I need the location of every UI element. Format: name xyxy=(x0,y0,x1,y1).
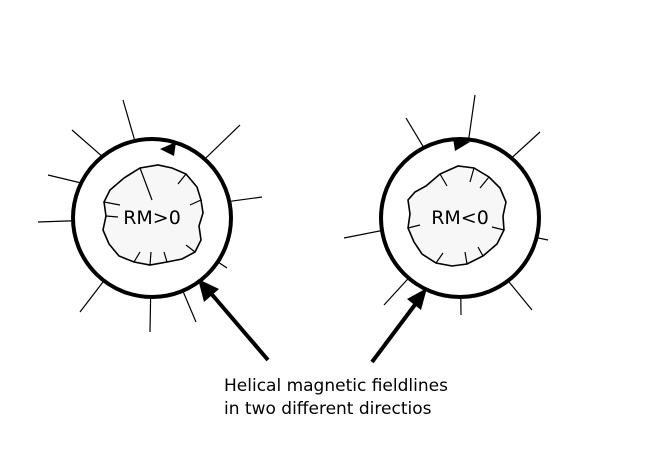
panel-label-rm-negative: RM<0 xyxy=(431,207,489,229)
pointer-arrowhead-left xyxy=(198,279,219,302)
panel-rm-positive: RM>0 xyxy=(37,99,263,333)
caption-line-2: in two different directios xyxy=(224,399,432,419)
pointer-arrow-left xyxy=(201,282,270,362)
helix-direction-arrow-right xyxy=(453,138,470,151)
core-region xyxy=(102,164,204,266)
pointer-arrow-right xyxy=(370,292,425,364)
caption: Helical magnetic fieldlines in two diffe… xyxy=(224,376,448,419)
caption-line-1: Helical magnetic fieldlines xyxy=(224,376,448,396)
pointer-arrowhead-right xyxy=(407,288,427,310)
helix-direction-arrow-left xyxy=(160,142,176,156)
panel-label-rm-positive: RM>0 xyxy=(123,207,181,229)
pointer-arrows xyxy=(198,279,427,364)
panel-rm-negative: RM<0 xyxy=(343,94,549,316)
